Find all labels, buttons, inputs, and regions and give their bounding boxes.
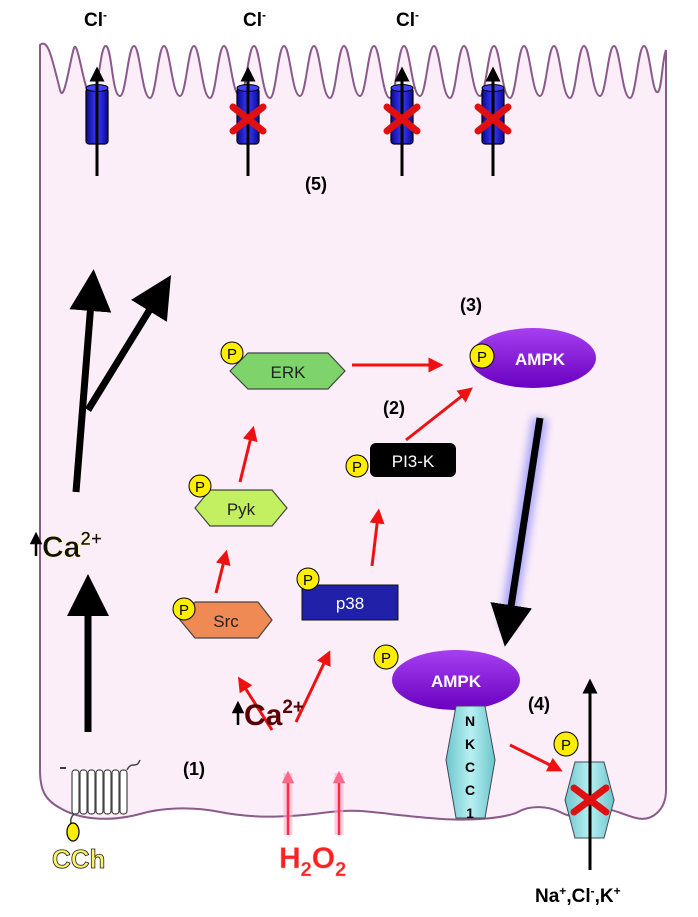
branching-arrow [69,269,172,493]
ca-upregulation-center: Ca2+ [231,697,304,732]
cell-membrane [39,42,667,821]
cl-label-2: Cl- [243,8,266,31]
pyk-kinase: Pyk P [188,474,288,527]
cch-label: CCh [52,844,105,874]
ampk-bottom: AMPK P [373,644,520,710]
cftr-channel-1 [85,66,109,176]
h2o2-arrows [281,770,346,835]
nkcc-letter: C [465,782,475,798]
phospho-icon: P [227,346,237,363]
cftr-channel-2-blocked [229,66,267,176]
nkcc-letter: 1 [466,805,474,821]
cftr-channel-4-blocked [474,66,512,176]
src-kinase: Src P [172,597,273,639]
step-1-label: (1) [183,759,205,779]
ampk-label-bottom: AMPK [431,672,482,691]
cl-label-1: Cl- [84,8,107,31]
nkcc1-adaptor: N K C C 1 [445,705,496,821]
receptor-icon [60,759,141,842]
pi3k-kinase: PI3-K P [345,443,456,478]
signaling-arrows [214,357,473,731]
bottom-ions-label: Na+,Cl-,K+ [535,884,621,907]
step-3-label: (3) [460,295,482,315]
step-2-label: (2) [383,398,405,418]
phospho-icon: P [195,479,205,496]
ca-upregulation-left: Ca2+ [29,529,102,564]
phospho-icon: P [352,459,362,476]
ampk-translocation-arrow [490,416,548,647]
nkcc-letter: N [465,713,475,729]
src-label: Src [213,612,239,631]
cftr-channel-3-blocked [383,66,421,176]
pi3k-label: PI3-K [392,452,435,471]
phospho-icon: P [179,602,189,619]
phospho-icon: P [381,650,391,667]
erk-kinase: ERK P [220,341,346,390]
block-x-icon [570,784,610,816]
cl-label-3: Cl- [396,8,419,31]
erk-label: ERK [271,363,307,382]
ampk-top: AMPK P [469,328,596,388]
step-5-label: (5) [305,174,327,194]
calcium-label-left: Ca2+ [42,529,102,564]
p38-label: p38 [336,594,364,613]
phospho-icon: P [303,572,313,589]
phospho-icon: P [561,737,571,754]
ampk-label-top: AMPK [515,350,566,369]
pyk-label: Pyk [227,500,256,519]
phospho-icon: P [477,349,487,366]
block-x-icon [383,103,421,135]
nkcc-transporter-blocked: P [553,678,615,870]
nkcc-letter: C [465,759,475,775]
calcium-label-center: Ca2+ [244,697,304,732]
step-4-label: (4) [528,694,550,714]
block-x-icon [229,103,267,135]
p38-kinase: p38 P [296,567,399,621]
nkcc-letter: K [465,736,475,752]
block-x-icon [474,103,512,135]
h2o2-label: H2O2 [279,842,346,881]
nkcc-inhibition-arrow [509,743,563,772]
